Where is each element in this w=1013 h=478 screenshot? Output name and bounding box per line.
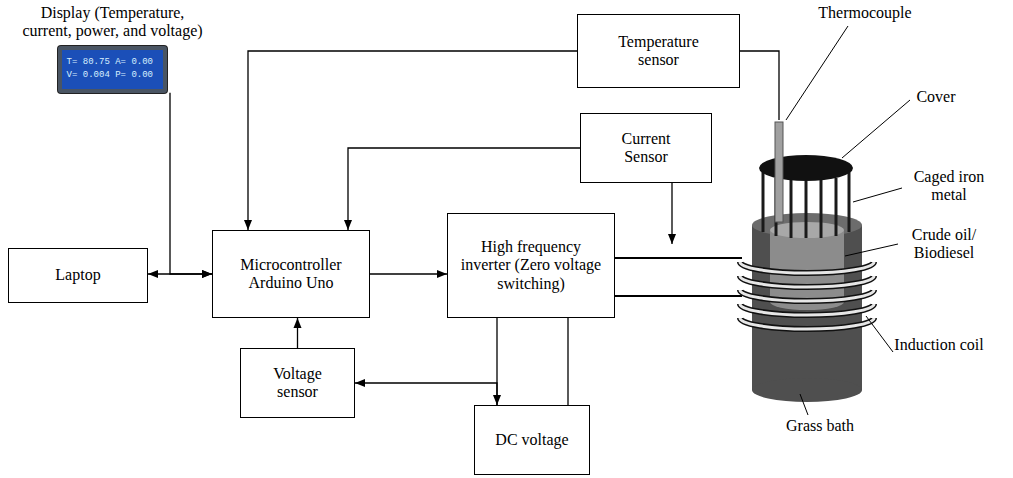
cover-lid [759,155,853,181]
box-text: Laptop [55,266,100,284]
signal-connector [170,93,212,274]
signal-connector [370,273,447,274]
box-text: Temperature sensor [600,33,717,70]
sensor-wire [740,51,779,120]
box-text: DC voltage [495,431,568,449]
part-label: Crude oil/ Biodiesel [898,226,990,263]
signal-connector [496,318,497,405]
part-label: Grass bath [770,417,870,435]
sensor-box: Voltage sensor [240,348,355,418]
signal-connector [297,318,298,348]
part-label: Induction coil [893,336,985,354]
box-text: High frequency inverter (Zero voltage sw… [460,238,602,293]
grass-bath [752,213,862,402]
signal-connector [248,51,577,230]
box-text: Microcontroller Arduino Uno [223,256,359,293]
coil-wire [615,257,742,259]
box-text: Current Sensor [603,130,689,167]
display-panel: Display (Temperature, current, power, an… [20,4,205,93]
thermocouple-rod [775,122,783,222]
display-heading: Display (Temperature, current, power, an… [20,4,205,41]
leader-lines [786,26,910,415]
part-label: Cover [905,88,967,106]
part-label: Thermocouple [810,4,920,22]
lcd-readout: T= 80.75 A= 0.00 V= 0.004 P= 0.00 [58,46,168,93]
controller-box: Microcontroller Arduino Uno [212,230,370,318]
part-label: Caged iron metal [903,168,995,205]
coil-wire [615,295,742,297]
sensor-probe-arrow [671,183,672,244]
sensor-box: Temperature sensor [577,14,740,88]
signal-connector [567,318,568,405]
box-text: Voltage sensor [253,365,342,402]
inverter-box: High frequency inverter (Zero voltage sw… [447,213,615,318]
sensor-box: Current Sensor [580,113,712,183]
computer-box: Laptop [8,248,148,303]
induction-coil [740,262,874,329]
signal-connector [355,383,497,405]
power-supply-box: DC voltage [474,405,590,475]
